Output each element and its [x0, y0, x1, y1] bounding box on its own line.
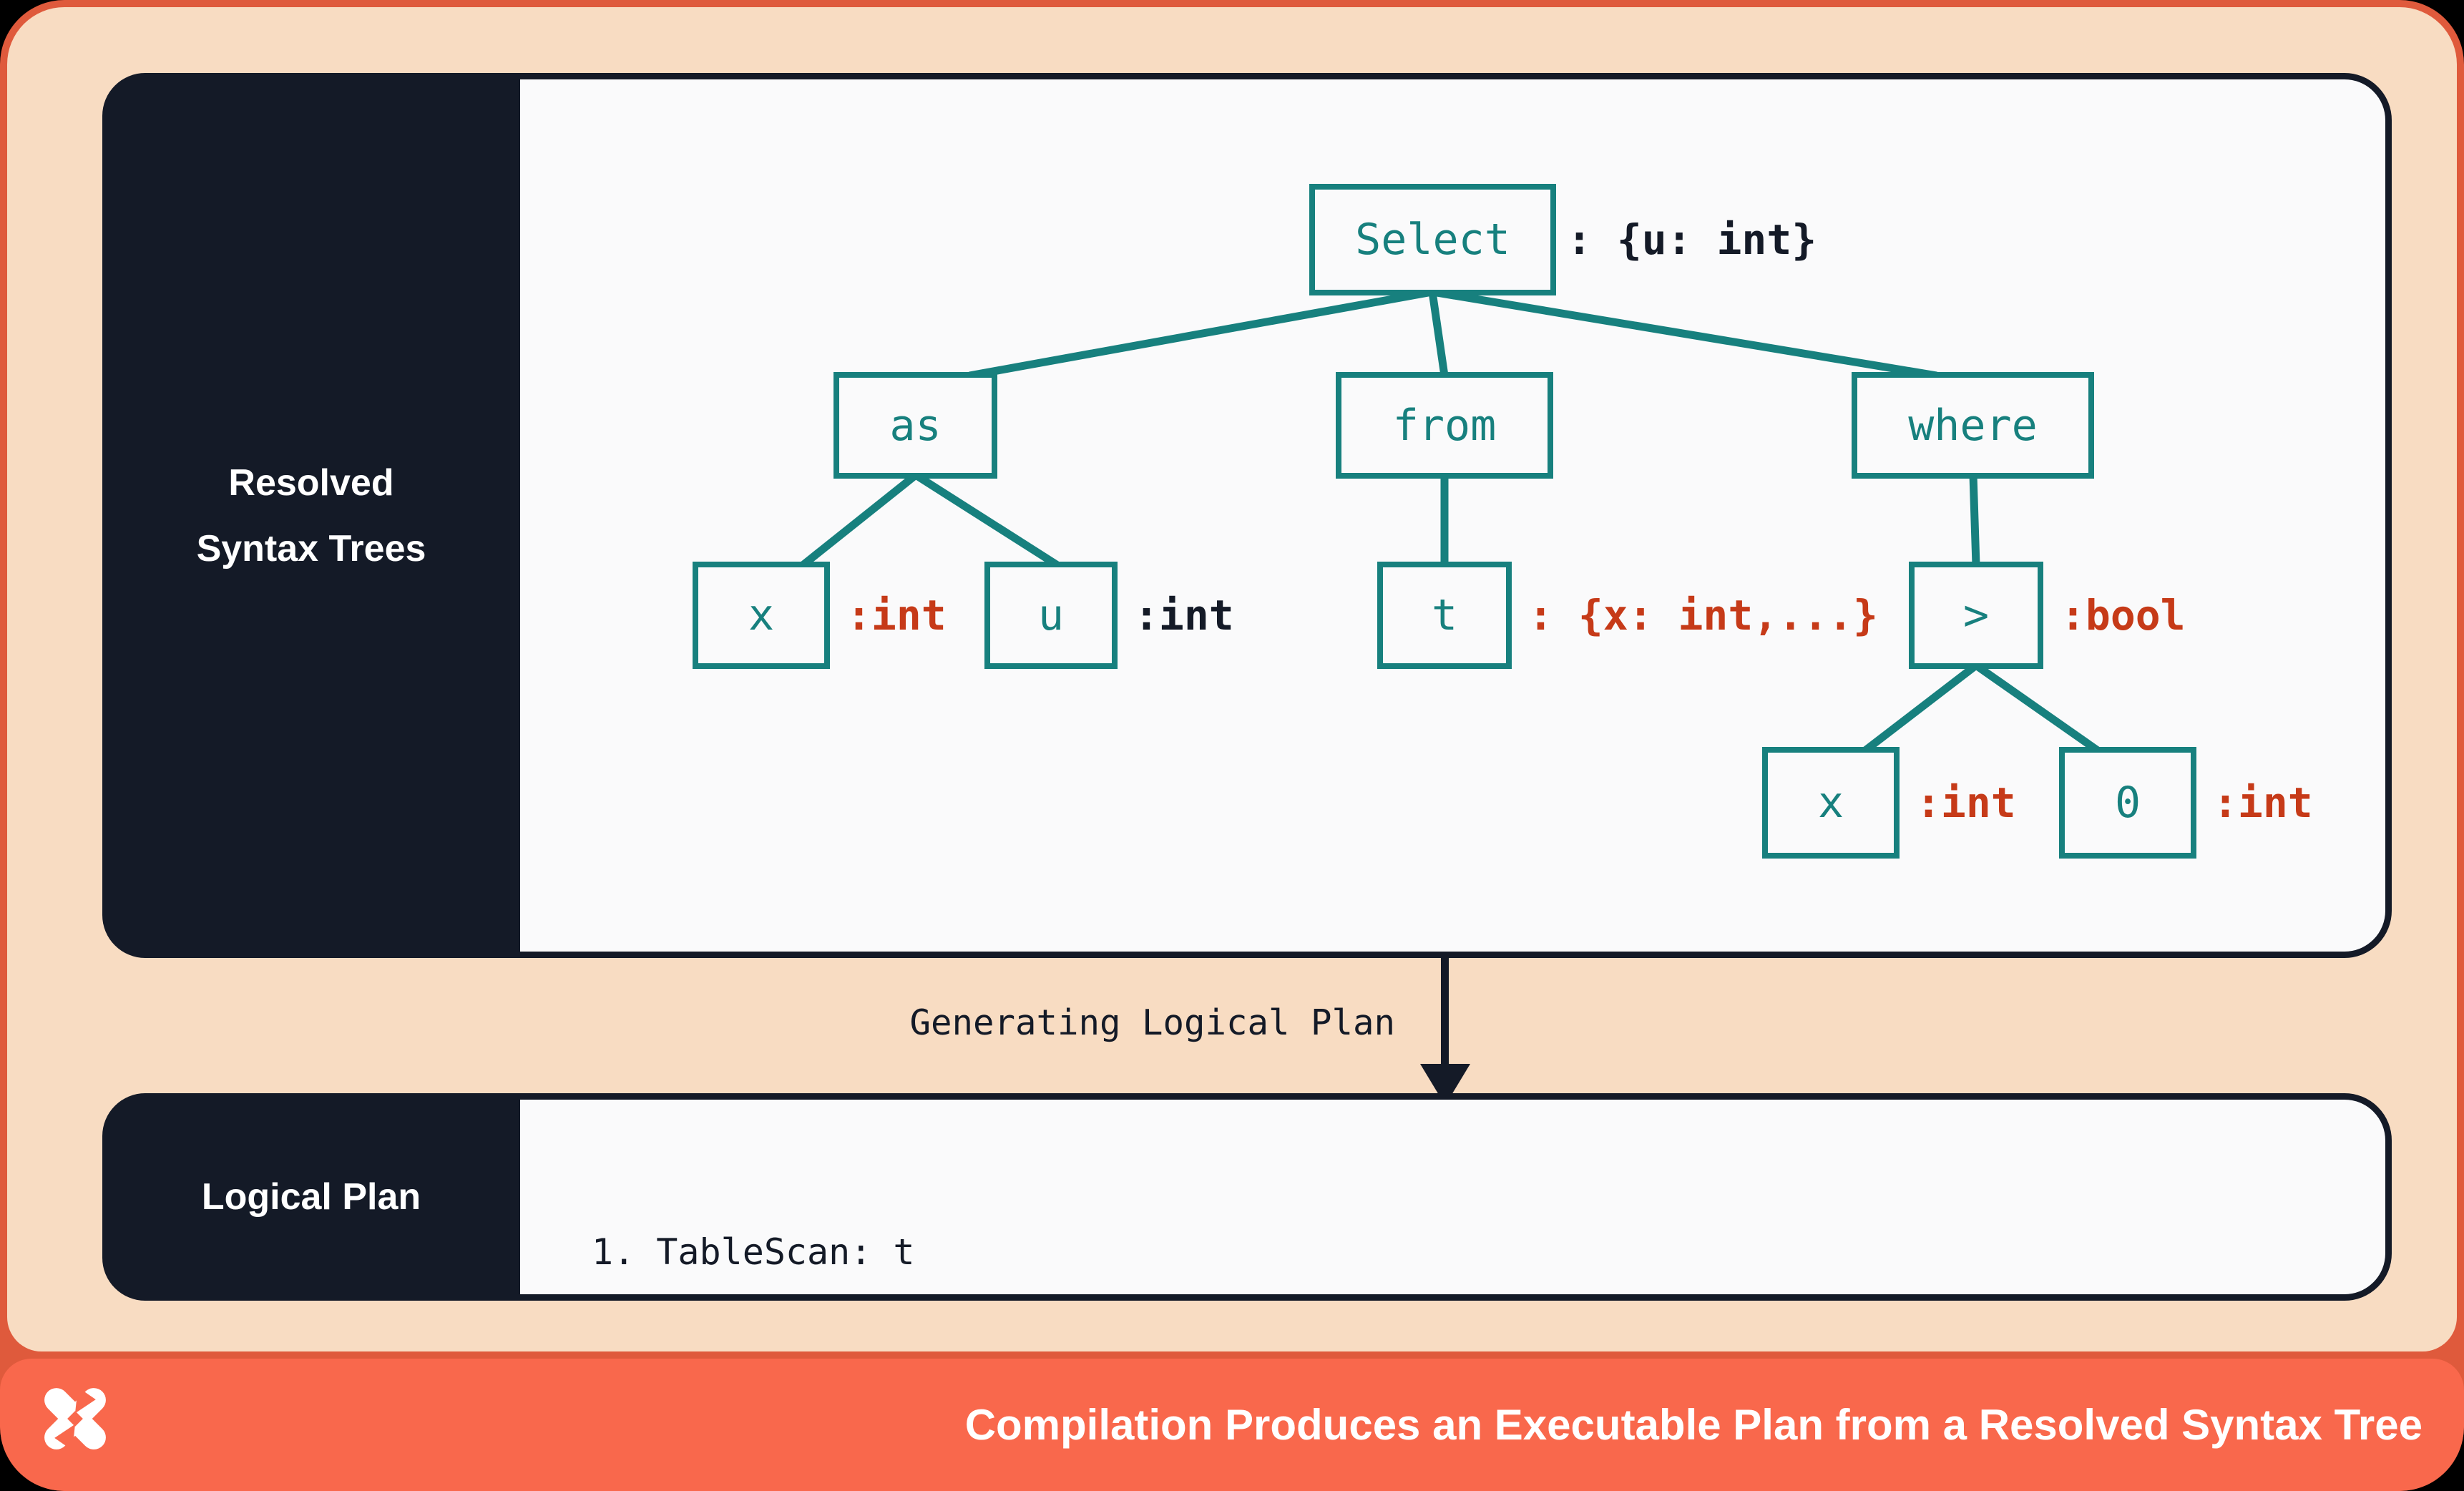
node-label: 0 — [2114, 778, 2141, 828]
tree-node-u: u — [984, 562, 1118, 669]
tree-node-x: x — [693, 562, 830, 669]
node-label: as — [889, 400, 942, 451]
tree-node-select: Select — [1309, 184, 1556, 295]
tree-node-zero: 0 — [2059, 747, 2196, 859]
tree-node-as: as — [833, 372, 997, 479]
tree-node-from: from — [1336, 372, 1553, 479]
dbt-logo-icon — [44, 1387, 106, 1451]
resolved-panel-sidebar: Resolved Syntax Trees — [102, 73, 520, 958]
node-label: where — [1908, 400, 2038, 451]
node-label: t — [1431, 590, 1458, 640]
type-annotation-x-operand: :int — [1916, 778, 2016, 827]
tree-node-greater-than: > — [1909, 562, 2043, 669]
transition-label: Generating Logical Plan — [909, 1002, 1395, 1043]
node-label: > — [1962, 590, 1990, 640]
tree-node-t: t — [1377, 562, 1512, 669]
footer-bar: Compilation Produces an Executable Plan … — [0, 1359, 2464, 1491]
logical-panel-sidebar: Logical Plan — [102, 1093, 520, 1301]
type-annotation-t: : {x: int,...} — [1528, 591, 1878, 640]
node-label: Select — [1355, 215, 1510, 265]
resolved-panel-title-line1: Resolved — [228, 461, 394, 504]
node-label: u — [1037, 590, 1065, 640]
tree-node-x-operand: x — [1762, 747, 1900, 859]
tree-node-where: where — [1852, 372, 2094, 479]
type-annotation-x: :int — [846, 591, 947, 640]
resolved-panel-title-line2: Syntax Trees — [196, 527, 426, 569]
footer-title: Compilation Produces an Executable Plan … — [964, 1401, 2423, 1449]
node-label: x — [1817, 778, 1844, 828]
node-label: x — [748, 590, 775, 640]
plan-step: 1. TableScan: t — [592, 1231, 915, 1273]
node-label: from — [1392, 400, 1497, 451]
down-arrow-icon — [1441, 952, 1449, 1067]
logical-panel-title: Logical Plan — [201, 1176, 421, 1218]
type-annotation-select: : {u: int} — [1567, 215, 1817, 264]
logical-plan-panel: Logical Plan 1. TableScan: t 2. Filter: … — [102, 1093, 2392, 1429]
type-annotation-zero: :int — [2213, 778, 2313, 827]
type-annotation-u: :int — [1134, 591, 1234, 640]
resolved-syntax-trees-panel: Resolved Syntax Trees — [102, 73, 2392, 958]
type-annotation-greater-than: :bool — [2060, 591, 2186, 640]
